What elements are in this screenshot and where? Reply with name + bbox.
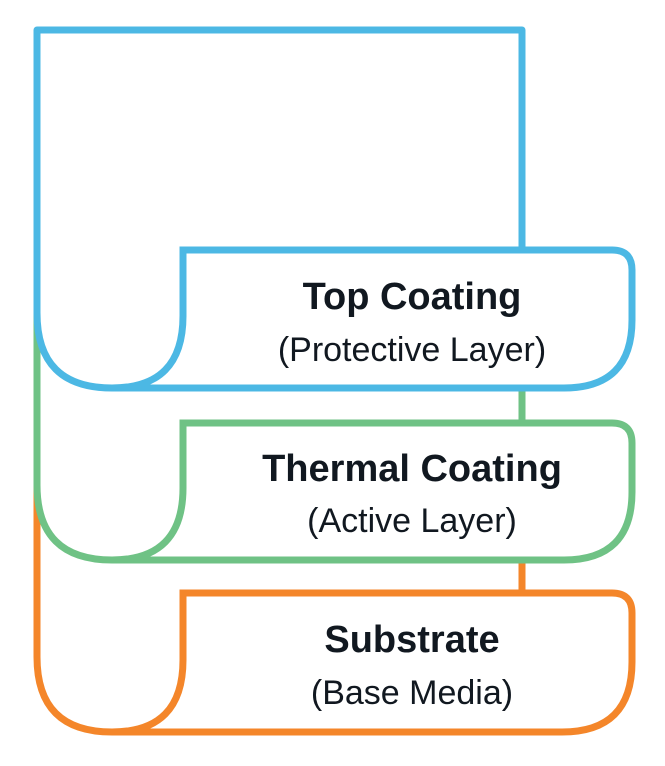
thermal-coating-layer-curl — [111, 419, 522, 564]
substrate-layer-curl — [111, 589, 522, 736]
thermal-coating-subtitle: (Active Layer) — [307, 502, 517, 540]
thermal-coating-title: Thermal Coating — [262, 448, 562, 490]
top-coating-layer: Top Coating (Protective Layer) — [33, 26, 636, 392]
substrate-subtitle: (Base Media) — [311, 674, 513, 712]
top-coating-subtitle: (Protective Layer) — [278, 331, 546, 369]
top-coating-layer-curl — [111, 246, 522, 392]
top-coating-title: Top Coating — [303, 276, 522, 318]
substrate-title: Substrate — [324, 619, 499, 661]
